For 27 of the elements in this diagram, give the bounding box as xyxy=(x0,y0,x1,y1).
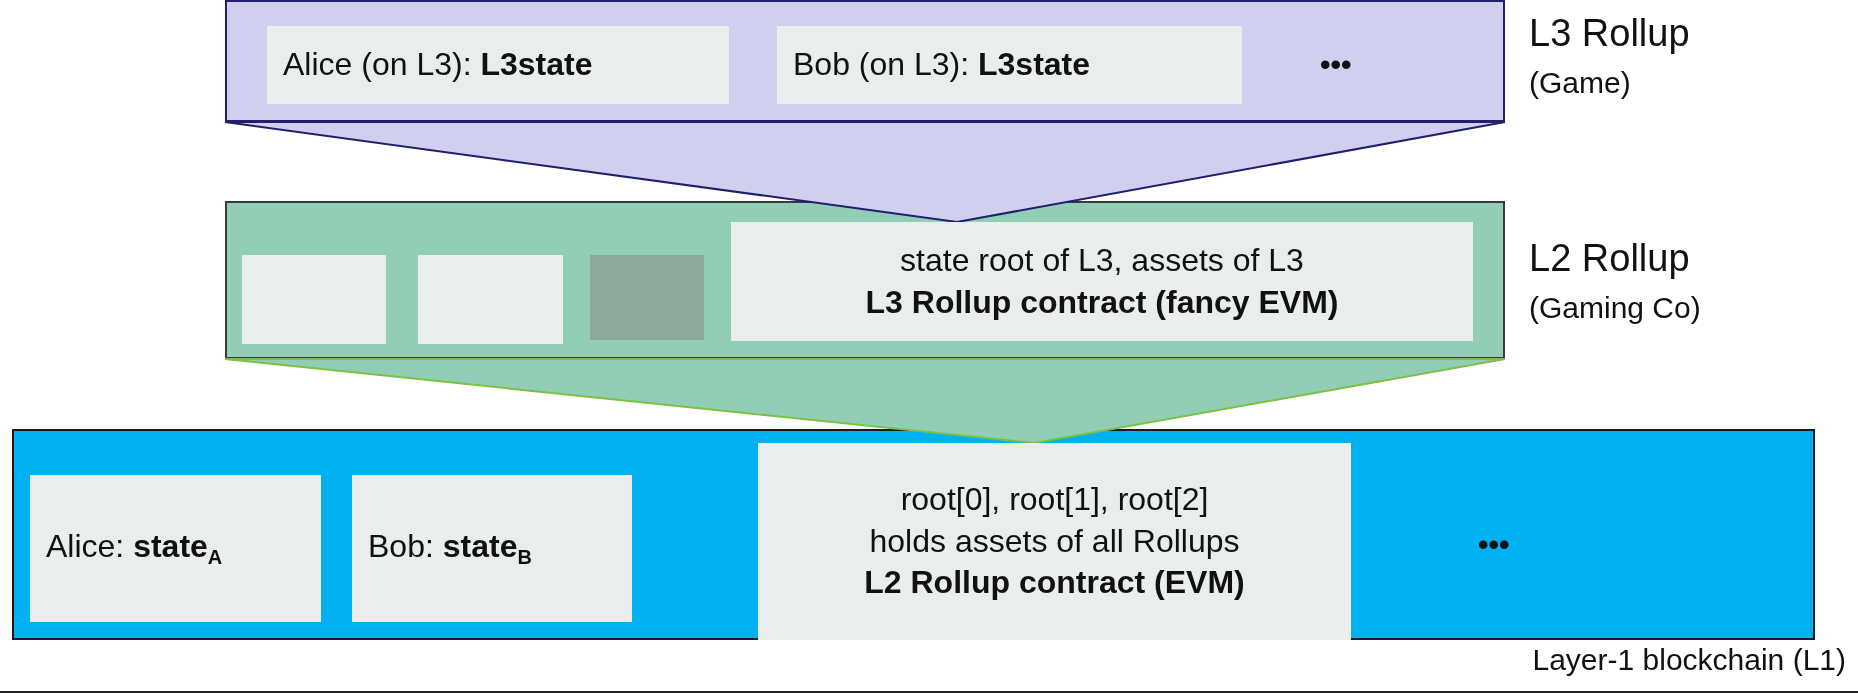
layer-title: Layer-1 blockchain (L1) xyxy=(1532,643,1846,677)
account-state-box xyxy=(30,475,321,622)
rollup-contract-box xyxy=(731,222,1473,341)
box-text: root[0], root[1], root[2] xyxy=(900,480,1209,520)
layer-title: L2 Rollup xyxy=(1529,237,1690,280)
layer-subtitle: (Game) xyxy=(1529,66,1631,100)
funnel-connector xyxy=(224,121,1506,223)
box-text: state root of L3, assets of L3 xyxy=(900,240,1304,280)
box-text: Alice: state$_{A}$ xyxy=(46,527,223,571)
layer-subtitle: (Gaming Co) xyxy=(1529,291,1701,325)
contract-title: L3 Rollup contract (fancy EVM) xyxy=(865,282,1339,322)
ellipsis-text: ••• xyxy=(1320,48,1352,82)
box-text: Bob (on L3): L3state xyxy=(793,45,1091,85)
contract-title: L2 Rollup contract (EVM) xyxy=(864,563,1245,603)
account-state-box xyxy=(267,26,729,104)
box-text: Alice (on L3): L3state xyxy=(283,45,593,85)
placeholder-box xyxy=(590,255,704,340)
account-state-box xyxy=(352,475,632,622)
rollup-contract-box xyxy=(758,443,1351,640)
funnel-connector xyxy=(224,358,1506,444)
box-text: Bob: state$_{B}$ xyxy=(368,527,532,571)
placeholder-box xyxy=(242,255,386,344)
ellipsis-text: ••• xyxy=(1478,528,1510,562)
layer-title: L3 Rollup xyxy=(1529,12,1690,55)
box-text: holds assets of all Rollups xyxy=(869,521,1240,561)
placeholder-box xyxy=(418,255,563,344)
account-state-box xyxy=(777,26,1242,104)
